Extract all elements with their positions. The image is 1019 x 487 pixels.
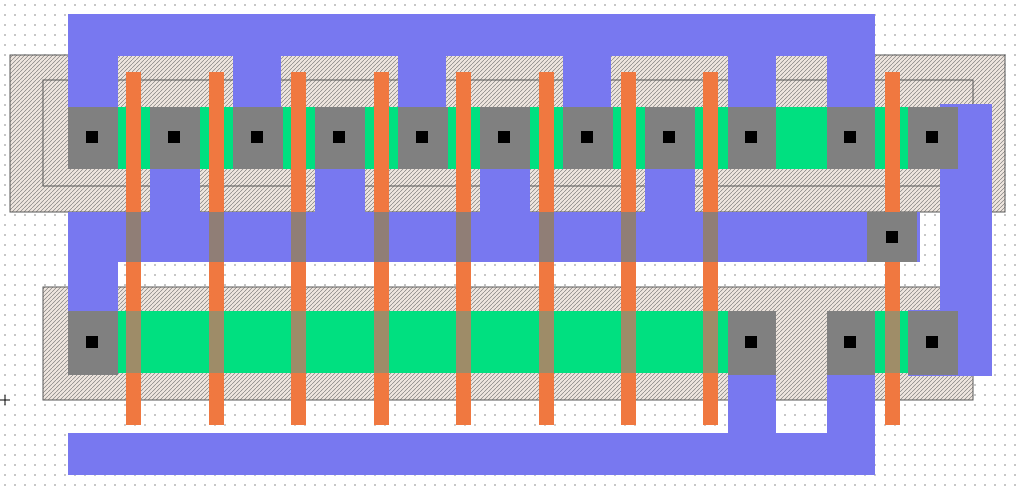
metal-left-drop	[68, 212, 118, 312]
contact-top-10	[827, 107, 875, 169]
metal-bottom-connector-left	[728, 370, 776, 436]
contact-top-6	[480, 107, 530, 169]
contact-top-2	[150, 107, 200, 169]
diffusion-strip-bottom	[93, 311, 753, 373]
metal-mid-bus	[68, 212, 920, 262]
contact-top-1	[68, 107, 118, 169]
overlap-6	[539, 212, 554, 262]
metal-top-left-drop	[68, 14, 118, 108]
overlap-11	[291, 311, 306, 373]
metal-top-right-drop	[827, 14, 875, 108]
overlap-14	[539, 311, 554, 373]
overlap-1	[126, 212, 141, 262]
overlap-2	[209, 212, 224, 262]
contact-bottom-4	[908, 311, 958, 375]
contact-top-5	[398, 107, 448, 169]
overlap-16	[703, 311, 718, 373]
metal-finger-3	[563, 55, 611, 108]
contact-top-4	[315, 107, 365, 169]
overlap-9	[126, 311, 141, 373]
metal-top-rail	[68, 14, 875, 56]
metal-finger-2	[398, 55, 446, 108]
contact-top-3	[233, 107, 283, 169]
overlap-8	[703, 212, 718, 262]
overlap-10	[209, 311, 224, 373]
overlap-15	[621, 311, 636, 373]
overlap-17	[885, 311, 900, 373]
metal-finger-4	[728, 55, 776, 108]
contact-bottom-2	[728, 311, 776, 375]
overlap-12	[374, 311, 389, 373]
overlap-3	[291, 212, 306, 262]
contact-top-9	[728, 107, 776, 169]
contact-layer	[68, 107, 958, 375]
metal-drop-4	[645, 165, 695, 215]
overlap-4	[374, 212, 389, 262]
contact-bottom-3	[827, 311, 875, 375]
metal-finger-1	[233, 55, 281, 108]
contact-poly	[867, 212, 917, 262]
contact-bottom-1	[68, 311, 118, 375]
metal-bottom-rail	[68, 433, 875, 475]
overlap-7	[621, 212, 636, 262]
overlap-13	[456, 311, 471, 373]
crosshair-marker	[0, 395, 10, 405]
contact-top-11	[908, 107, 958, 169]
metal-drop-1	[150, 165, 200, 215]
contact-top-7	[563, 107, 613, 169]
metal-bottom-connector-right	[827, 370, 875, 436]
overlap-layer	[126, 212, 900, 373]
overlap-5	[456, 212, 471, 262]
metal-drop-2	[315, 165, 365, 215]
metal-drop-3	[480, 165, 530, 215]
contact-top-8	[645, 107, 695, 169]
